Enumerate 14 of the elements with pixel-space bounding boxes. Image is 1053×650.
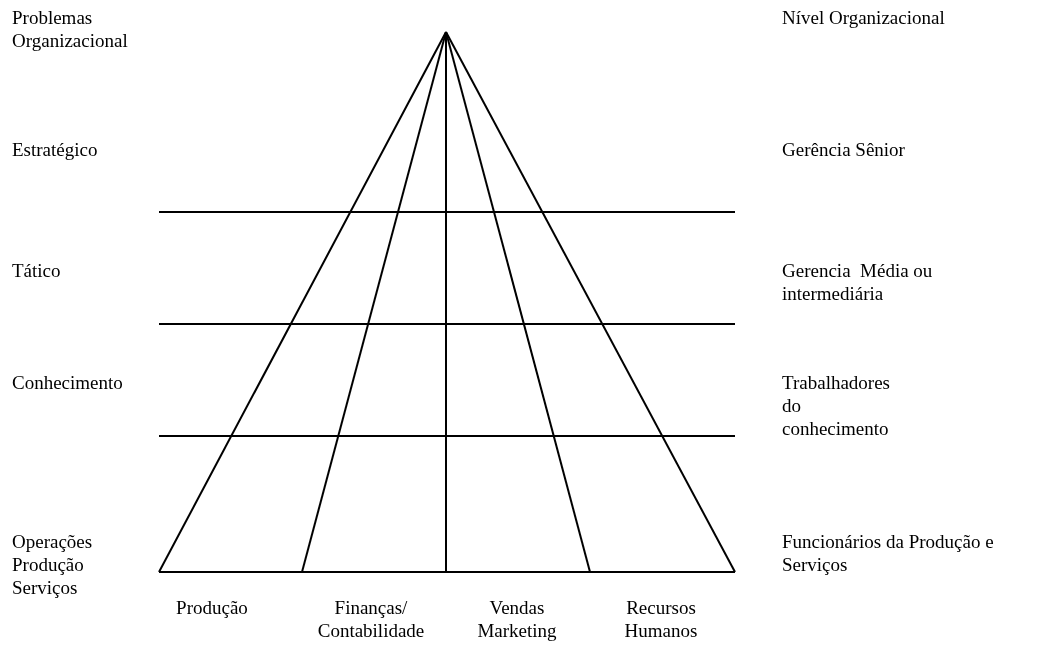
department-label: Vendas Marketing — [476, 596, 558, 642]
department-label: Produção — [175, 596, 249, 619]
role-label: Funcionários da Produção e Serviços — [782, 530, 995, 576]
level-label: Conhecimento — [12, 371, 124, 394]
level-label: Operações Produção Serviços — [12, 530, 94, 599]
level-label: Tático — [12, 259, 62, 282]
axis-heading: Nível Organizacional — [782, 6, 946, 29]
level-label: Estratégico — [12, 138, 99, 161]
role-label: Gerencia Média ou intermediária — [782, 259, 934, 305]
role-label: Gerência Sênior — [782, 138, 906, 161]
role-label: Trabalhadores do conhecimento — [782, 371, 891, 440]
axis-heading: Problemas Organizacional — [12, 6, 129, 52]
department-label: Finanças/ Contabilidade — [316, 596, 426, 642]
department-label: Recursos Humanos — [623, 596, 699, 642]
